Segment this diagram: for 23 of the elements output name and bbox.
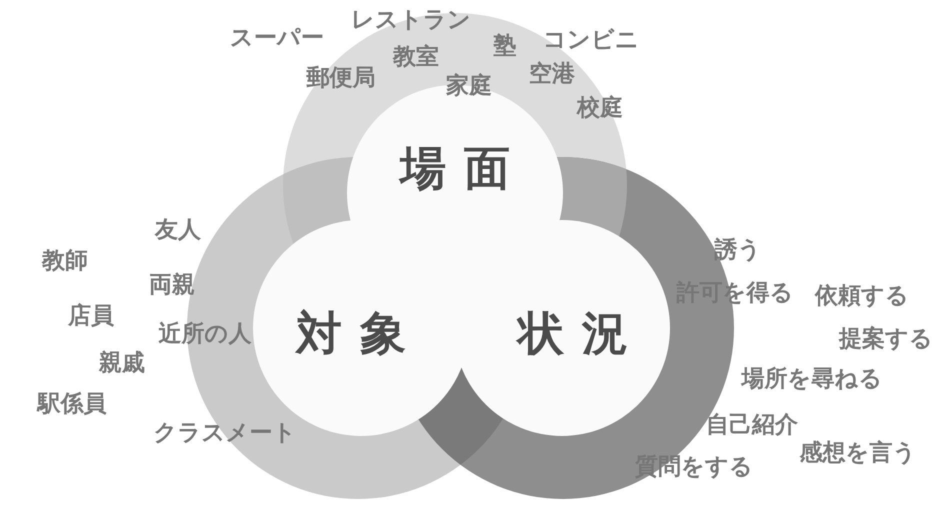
word-label: 親戚 — [99, 350, 145, 376]
word-label: 塾 — [494, 34, 516, 58]
word-label: 場所を尋ねる — [742, 366, 882, 392]
word-label: 郵便局 — [306, 66, 376, 90]
word-label: クラスメート — [154, 420, 296, 446]
word-label: 依頼する — [815, 284, 909, 308]
word-label: レストラン — [351, 8, 471, 32]
word-label: 家庭 — [446, 74, 492, 98]
word-label: 店員 — [68, 304, 114, 328]
word-label: 両親 — [149, 272, 195, 298]
word-label: 駅係員 — [38, 392, 106, 416]
word-label: 誘う — [714, 238, 762, 262]
word-label: スーパー — [230, 26, 324, 50]
word-label: 自己紹介 — [706, 412, 798, 438]
word-label: 感想を言う — [800, 440, 916, 466]
word-label: 教室 — [393, 44, 439, 70]
word-label: 校庭 — [577, 96, 623, 120]
word-label: コンビニ — [543, 28, 639, 52]
word-label: 友人 — [155, 218, 201, 242]
word-label: 教師 — [42, 248, 88, 274]
word-label: 空港 — [529, 62, 575, 86]
word-label: 近所の人 — [158, 322, 252, 346]
word-label: 提案する — [839, 326, 933, 352]
